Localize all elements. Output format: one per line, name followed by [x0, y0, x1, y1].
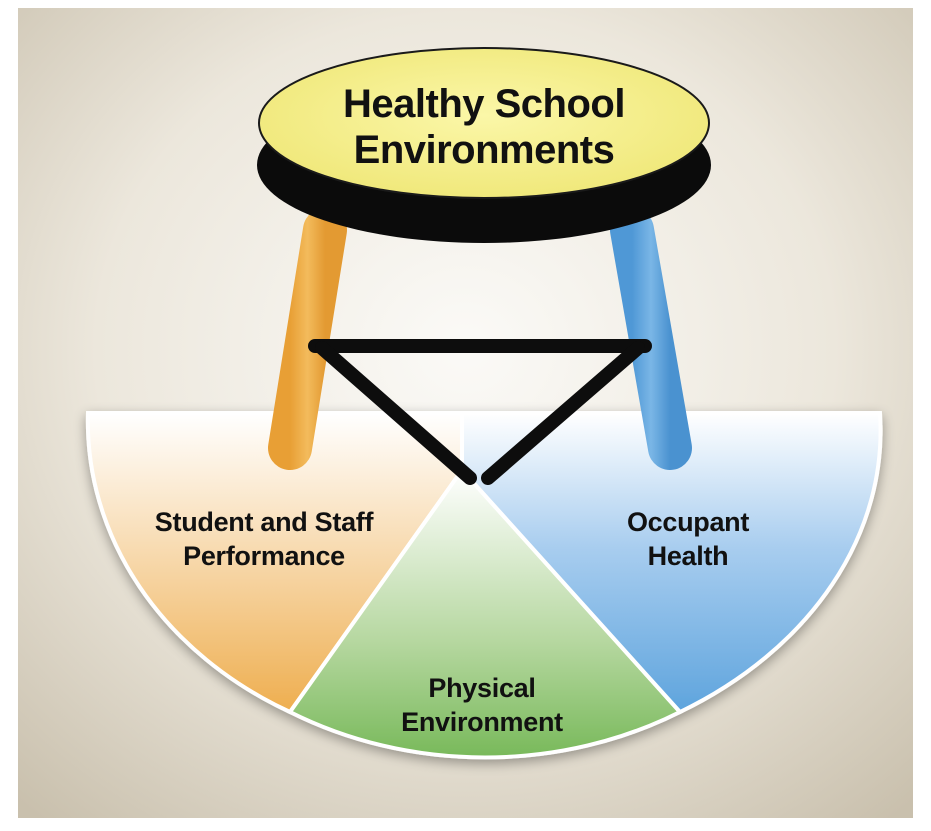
leg-orange — [268, 208, 347, 470]
seat-title-line2: Environments — [354, 128, 615, 172]
physical-environment-label-line2: Environment — [401, 707, 563, 737]
occupant-health-label-line1: Occupant — [627, 507, 749, 537]
segment-occupant-health — [460, 411, 883, 715]
stool-legs — [268, 208, 692, 470]
leg-blue — [610, 208, 692, 470]
occupant-health-label-line2: Health — [648, 541, 729, 571]
seat-title-line1: Healthy School — [343, 82, 625, 126]
stretcher-right-bar — [481, 341, 645, 485]
stool-seat: Healthy School Environments — [257, 47, 711, 243]
performance-label-line1: Student and Staff — [155, 507, 375, 537]
stretcher-left-bar — [315, 341, 477, 485]
performance-label-line2: Performance — [183, 541, 345, 571]
seat-top — [258, 47, 710, 199]
segment-performance — [85, 411, 464, 715]
physical-environment-label-line1: Physical — [428, 673, 535, 703]
